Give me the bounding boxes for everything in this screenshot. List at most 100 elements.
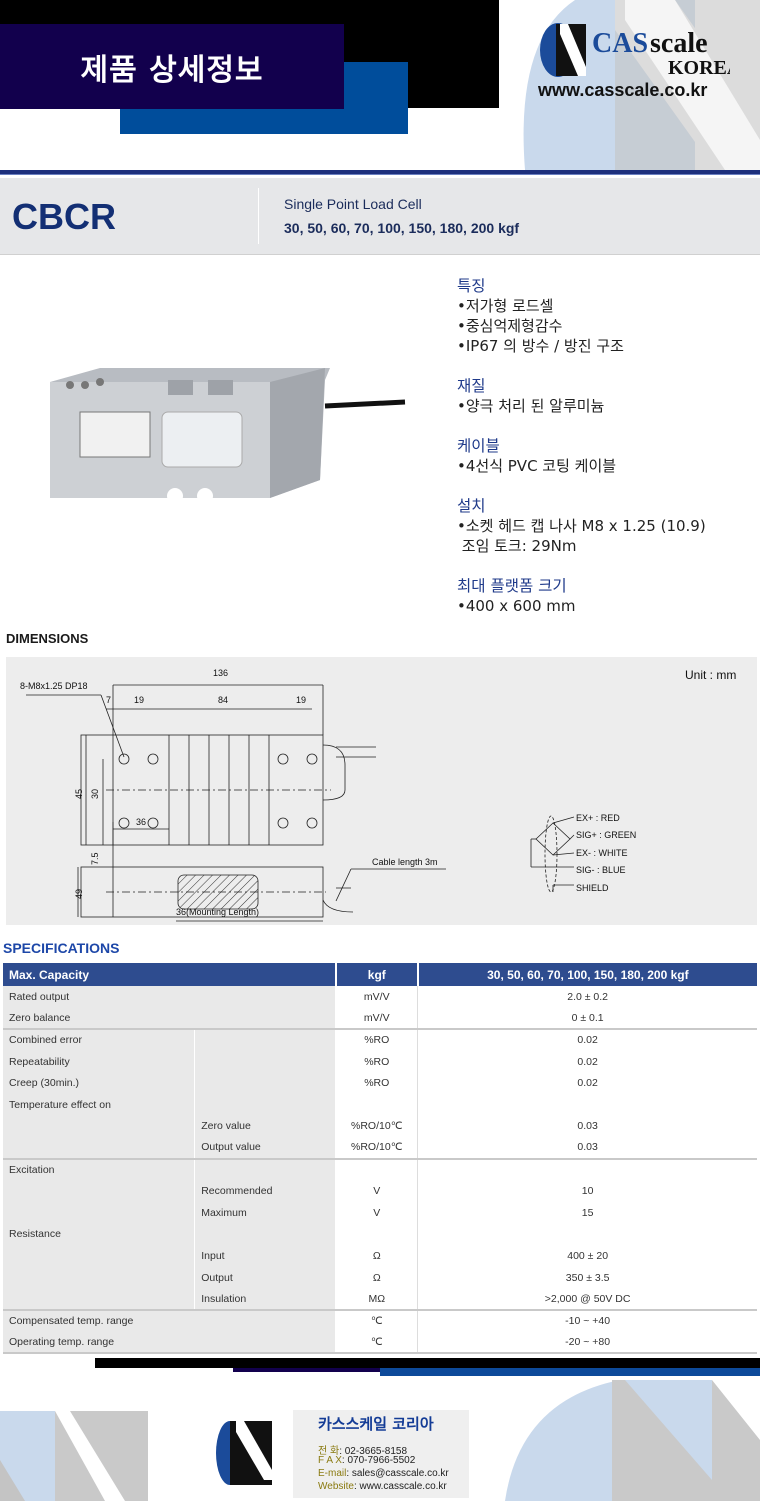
dimensions-title: DIMENSIONS — [6, 631, 89, 646]
table-cell: Output — [194, 1266, 336, 1289]
dim-label: 7.5 — [90, 852, 100, 865]
table-cell — [335, 1093, 419, 1116]
decor-bar — [233, 1368, 380, 1372]
feature-item: 조임 토크: 29Nm — [457, 537, 577, 555]
table-cell: Resistance — [3, 1223, 195, 1246]
dim-label: 19 — [134, 695, 144, 705]
table-cell — [3, 1266, 195, 1289]
table-cell: Output value — [194, 1137, 336, 1159]
column-header: kgf — [335, 963, 419, 986]
hole-spec-label: 8-M8x1.25 DP18 — [20, 681, 88, 691]
dim-label: 7 — [106, 695, 111, 705]
specifications-table: Max. Capacity kgf 30, 50, 60, 70, 100, 1… — [3, 963, 757, 1355]
mounting-length-label: 36(Mounting Length) — [176, 907, 259, 917]
table-cell — [194, 1157, 336, 1181]
table-cell: 10 — [581, 1185, 594, 1198]
column-header: 30, 50, 60, 70, 100, 150, 180, 200 kgf — [417, 963, 757, 986]
phone-label: 전 화 — [318, 1446, 340, 1457]
table-row: Output value%RO/10℃ 0.03 — [3, 1137, 757, 1159]
table-cell: Rated output — [3, 986, 336, 1008]
table-cell: 15 — [581, 1206, 594, 1219]
table-cell — [3, 1288, 195, 1310]
table-cell — [335, 1157, 419, 1181]
feature-title: 케이블 — [457, 437, 500, 455]
table-cell: 350 ± 3.5 — [565, 1271, 610, 1284]
table-cell: 400 ± 20 — [567, 1249, 609, 1262]
divider — [258, 188, 259, 244]
feature-item: •400 x 600 mm — [457, 597, 576, 615]
svg-text:CAS: CAS — [592, 28, 648, 59]
table-row: Temperature effect on — [3, 1093, 757, 1116]
table-cell: mV/V — [335, 1007, 419, 1030]
dim-label: 136 — [213, 668, 228, 678]
table-cell: 0.03 — [577, 1141, 598, 1154]
product-capacities: 30, 50, 60, 70, 100, 150, 180, 200 kgf — [284, 220, 520, 236]
dim-label: 49 — [74, 889, 84, 899]
cas-logo: CAS scale KOREA — [540, 23, 730, 78]
table-cell: Input — [194, 1245, 336, 1267]
company-name: 카스스케일 코리아 — [318, 1415, 434, 1433]
dimension-drawing: 136 8-M8x1.25 DP18 7 19 84 19 45 30 7.5 … — [6, 657, 757, 925]
table-cell — [335, 1223, 419, 1246]
table-cell: 0.02 — [577, 1055, 598, 1068]
dim-label: 84 — [218, 695, 228, 705]
svg-text:KOREA: KOREA — [668, 57, 730, 78]
fax-value: : 070-7966-5502 — [341, 1455, 416, 1466]
table-cell: -10 ~ +40 — [417, 1308, 757, 1332]
table-cell: Zero balance — [3, 1007, 336, 1030]
table-cell — [3, 1245, 195, 1267]
email-value[interactable]: : sales@casscale.co.kr — [346, 1468, 449, 1479]
page-title: 제품 상세정보 — [80, 52, 264, 88]
table-cell — [3, 1137, 195, 1159]
table-cell: Compensated temp. range — [3, 1308, 336, 1332]
table-cell — [418, 1094, 757, 1116]
table-header-row: Max. Capacity kgf 30, 50, 60, 70, 100, 1… — [3, 963, 757, 986]
email-line: E-mail: sales@casscale.co.kr — [318, 1468, 449, 1479]
table-cell: %RO/10℃ — [335, 1137, 419, 1159]
table-cell: Excitation — [3, 1157, 195, 1181]
product-band — [0, 178, 760, 255]
phone-value[interactable]: : 02-3665-8158 — [339, 1446, 408, 1457]
table-cell: V — [335, 1180, 419, 1202]
table-row: Excitation — [3, 1157, 757, 1181]
feature-title: 재질 — [457, 377, 486, 395]
feature-item: •4선식 PVC 코팅 케이블 — [457, 457, 617, 475]
website-value[interactable]: : www.casscale.co.kr — [353, 1481, 447, 1492]
contact-card — [293, 1410, 469, 1498]
table-cell: V — [335, 1201, 419, 1224]
divider — [0, 170, 760, 175]
footer-decor-icon — [0, 1380, 760, 1501]
table-cell — [418, 1224, 757, 1246]
website-url[interactable]: www.casscale.co.kr — [538, 80, 708, 100]
dim-label: 30 — [90, 789, 100, 799]
table-cell — [194, 1050, 336, 1073]
table-cell: 0.03 — [577, 1120, 598, 1133]
website-label: Website — [318, 1481, 354, 1492]
dim-label: 45 — [74, 789, 84, 799]
wire-label: SHIELD — [576, 883, 609, 893]
feature-item: •저가형 로드셀 — [457, 297, 554, 315]
table-cell: mV/V — [335, 986, 419, 1008]
table-cell — [3, 1180, 195, 1202]
wire-label: EX- : WHITE — [576, 848, 628, 858]
email-label: E-mail — [318, 1468, 347, 1479]
feature-title: 최대 플랫폼 크기 — [457, 577, 567, 595]
feature-group: 케이블 •4선식 PVC 코팅 케이블 — [457, 436, 616, 476]
table-cell: Insulation — [194, 1288, 336, 1310]
website-line: Website: www.casscale.co.kr — [318, 1481, 447, 1492]
table-cell: Maximum — [194, 1201, 336, 1224]
table-cell — [194, 1223, 336, 1246]
table-row: Operating temp. range℃-20 ~ +80 — [3, 1331, 757, 1355]
table-cell — [194, 1028, 336, 1051]
table-cell: Ω — [335, 1245, 419, 1267]
table-row: Resistance — [3, 1223, 757, 1246]
cas-footer-logo — [216, 1421, 272, 1485]
unit-label: Unit : mm — [685, 668, 736, 682]
cable-length-label: Cable length 3m — [372, 857, 438, 867]
